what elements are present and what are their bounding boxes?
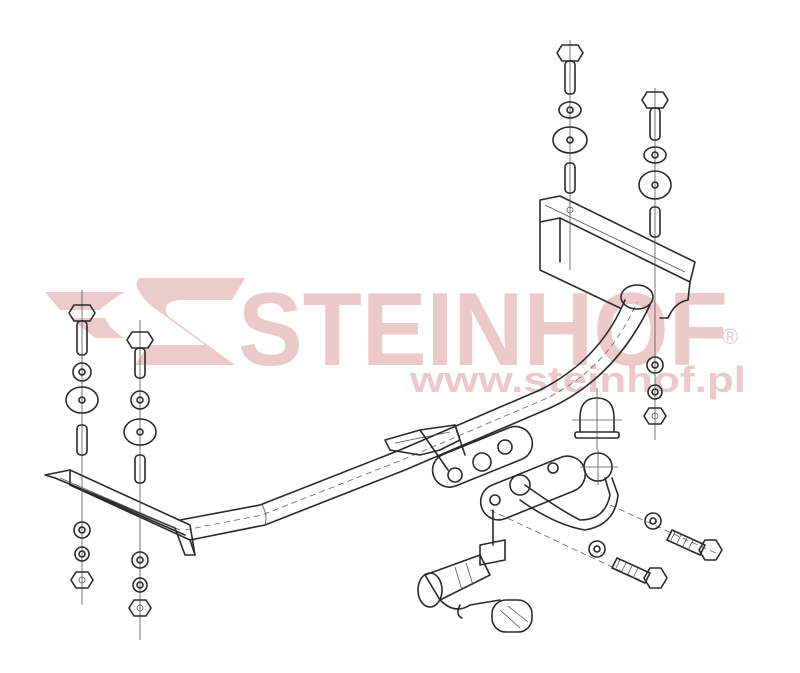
hitch-support	[384, 424, 466, 471]
tow-ball-neck	[431, 425, 619, 531]
right-bolt-stack-2	[638, 88, 672, 440]
right-bolt-stack-1	[552, 40, 588, 270]
left-bracket	[44, 469, 196, 556]
tow-ball-bolts	[489, 504, 723, 589]
right-bracket	[539, 195, 696, 319]
left-bolt-stack-2	[123, 320, 157, 640]
tow-ball-cap	[572, 388, 622, 450]
watermark-brand: STEINHOF	[238, 272, 728, 388]
left-bolt-stack-1	[65, 290, 99, 605]
electrical-socket	[417, 509, 533, 633]
steinhof-logo-icon	[45, 278, 245, 365]
steinhof-watermark: STEINHOF ® www.steinhof.pl	[45, 272, 746, 400]
main-crossbar	[179, 284, 654, 541]
watermark-registered: ®	[722, 324, 738, 349]
